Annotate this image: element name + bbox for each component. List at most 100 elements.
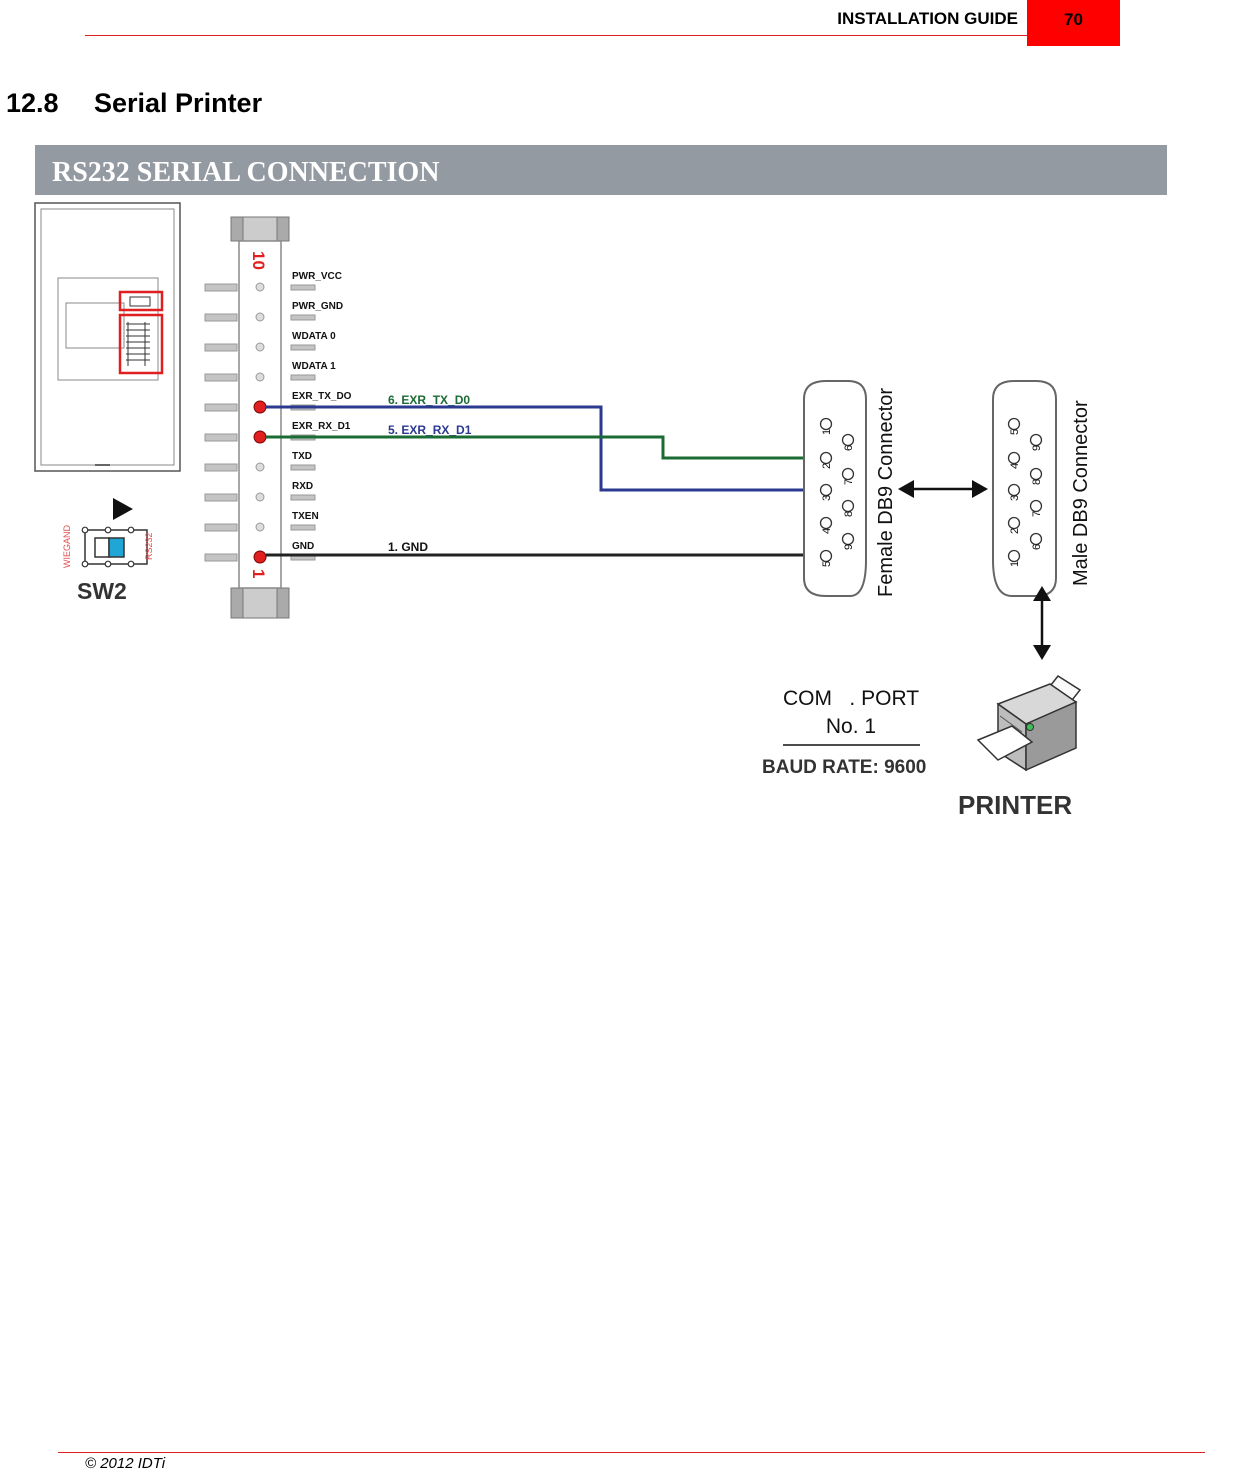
terminal-pin: [255, 492, 265, 502]
db9-pin-number: 2: [1009, 528, 1021, 534]
tx-wire: [266, 405, 820, 492]
terminal-top-number: 10: [249, 251, 268, 270]
connector-link-arrow: [898, 480, 988, 498]
printer-link-arrow: [1033, 586, 1051, 660]
db9-pin: [819, 549, 833, 563]
terminal-pin-label: PWR_GND: [292, 301, 343, 312]
db9-pin: [1007, 516, 1021, 530]
diagram-banner: [35, 145, 1167, 195]
terminal-pin-label: TXD: [292, 451, 312, 462]
section-title: Serial Printer: [94, 88, 263, 118]
terminal-bottom-number: 1: [249, 569, 268, 578]
db9-pin: [1007, 549, 1021, 563]
terminal-pin-label: WDATA 1: [292, 361, 336, 372]
terminal-active-pin: [253, 400, 267, 414]
terminal-pin-label: EXR_RX_D1: [292, 421, 351, 432]
terminal-pin-label: GND: [292, 541, 314, 552]
terminal-lead: [204, 313, 238, 322]
db9-pin: [819, 451, 833, 465]
highlight-terminal: [118, 313, 164, 375]
terminal-tab: [290, 524, 316, 531]
tx-wire-label: 6. EXR_TX_D0: [388, 393, 470, 407]
db9-pin: [841, 532, 855, 546]
terminal-pin: [255, 522, 265, 532]
terminal-active-pin: [253, 430, 267, 444]
highlight-switch: [118, 290, 164, 312]
terminal-active-pin: [253, 550, 267, 564]
terminal-pin: [255, 312, 265, 322]
db9-pin: [841, 433, 855, 447]
section-number: 12.8: [6, 88, 59, 118]
play-arrow-icon: [113, 498, 133, 520]
db9-pin: [1007, 417, 1021, 431]
db9-pin-number: 3: [1009, 495, 1021, 501]
db9-pin: [1029, 433, 1043, 447]
terminal-lead: [204, 463, 238, 472]
terminal-pin: [255, 372, 265, 382]
db9-pin: [1007, 451, 1021, 465]
gnd-wire-label: 1. GND: [388, 540, 428, 554]
terminal-tab: [290, 464, 316, 471]
db9-pin-number: 9: [1031, 445, 1043, 451]
db9-pin-number: 7: [843, 479, 855, 485]
db9-pin-number: 9: [843, 544, 855, 550]
terminal-pin-label: WDATA 0: [292, 331, 336, 342]
db9-pin-number: 2: [821, 463, 833, 469]
terminal-tab: [290, 374, 316, 381]
terminal-tab: [290, 284, 316, 291]
db9-pin-number: 6: [843, 445, 855, 451]
db9-pin-number: 1: [1009, 561, 1021, 567]
db9-pin-number: 7: [1031, 511, 1043, 517]
terminal-pin-label: RXD: [292, 481, 313, 492]
db9-pin: [841, 467, 855, 481]
reader-device: [34, 202, 181, 472]
footer-copyright: © 2012 IDTi: [85, 1455, 166, 1472]
page-number: 70: [1027, 0, 1120, 46]
terminal-pin: [255, 462, 265, 472]
header-rule: [85, 35, 1027, 36]
section-heading: 12.8 Serial Printer: [6, 88, 262, 119]
rx-wire-label: 5. EXR_RX_D1: [388, 423, 472, 437]
sw2-left-label: WIEGAND: [62, 524, 72, 568]
terminal-pin-label: TXEN: [292, 511, 319, 522]
db9-pin-number: 4: [821, 528, 833, 534]
terminal-lead: [204, 433, 238, 442]
db9-pin: [1029, 532, 1043, 546]
sw2-switch: WIEGAND RS232 SW2: [62, 524, 154, 604]
sw2-label: SW2: [77, 578, 127, 604]
db9-pin: [1029, 499, 1043, 513]
printer-label: PRINTER: [958, 790, 1072, 820]
db9-pin-number: 1: [821, 429, 833, 435]
header-title: INSTALLATION GUIDE: [837, 9, 1018, 28]
terminal-lead: [204, 283, 238, 292]
db9-pin-number: 8: [1031, 479, 1043, 485]
printer-icon: [976, 675, 1082, 772]
sw2-right-label: RS232: [144, 532, 154, 560]
db9-pin: [1007, 483, 1021, 497]
db9-pin: [819, 483, 833, 497]
terminal-pin-label: PWR_VCC: [292, 271, 342, 282]
terminal-lead: [204, 403, 238, 412]
com-port-label: COM . PORT: [783, 687, 919, 710]
terminal-pin-label: EXR_TX_DO: [292, 391, 352, 402]
db9-pin-number: 5: [1009, 429, 1021, 435]
terminal-tab: [290, 314, 316, 321]
female-db9-connector: 1 2 3 4 5 6 7 8 9: [803, 380, 867, 597]
db9-pin-number: 3: [821, 495, 833, 501]
db9-pin-number: 4: [1009, 463, 1021, 469]
female-connector-label: Female DB9 Connector: [875, 388, 897, 597]
port-number-label: No. 1: [826, 715, 876, 738]
db9-pin: [1029, 467, 1043, 481]
banner-title: RS232 SERIAL CONNECTION: [52, 157, 439, 188]
terminal-lead: [204, 373, 238, 382]
footer-rule: [58, 1452, 1205, 1453]
db9-pin-number: 5: [821, 561, 833, 567]
baud-rate-label: BAUD RATE: 9600: [762, 757, 926, 778]
terminal-lead: [204, 523, 238, 532]
db9-pin: [819, 417, 833, 431]
db9-pin: [841, 499, 855, 513]
rx-wire: [266, 435, 820, 460]
db9-pin-number: 8: [843, 511, 855, 517]
